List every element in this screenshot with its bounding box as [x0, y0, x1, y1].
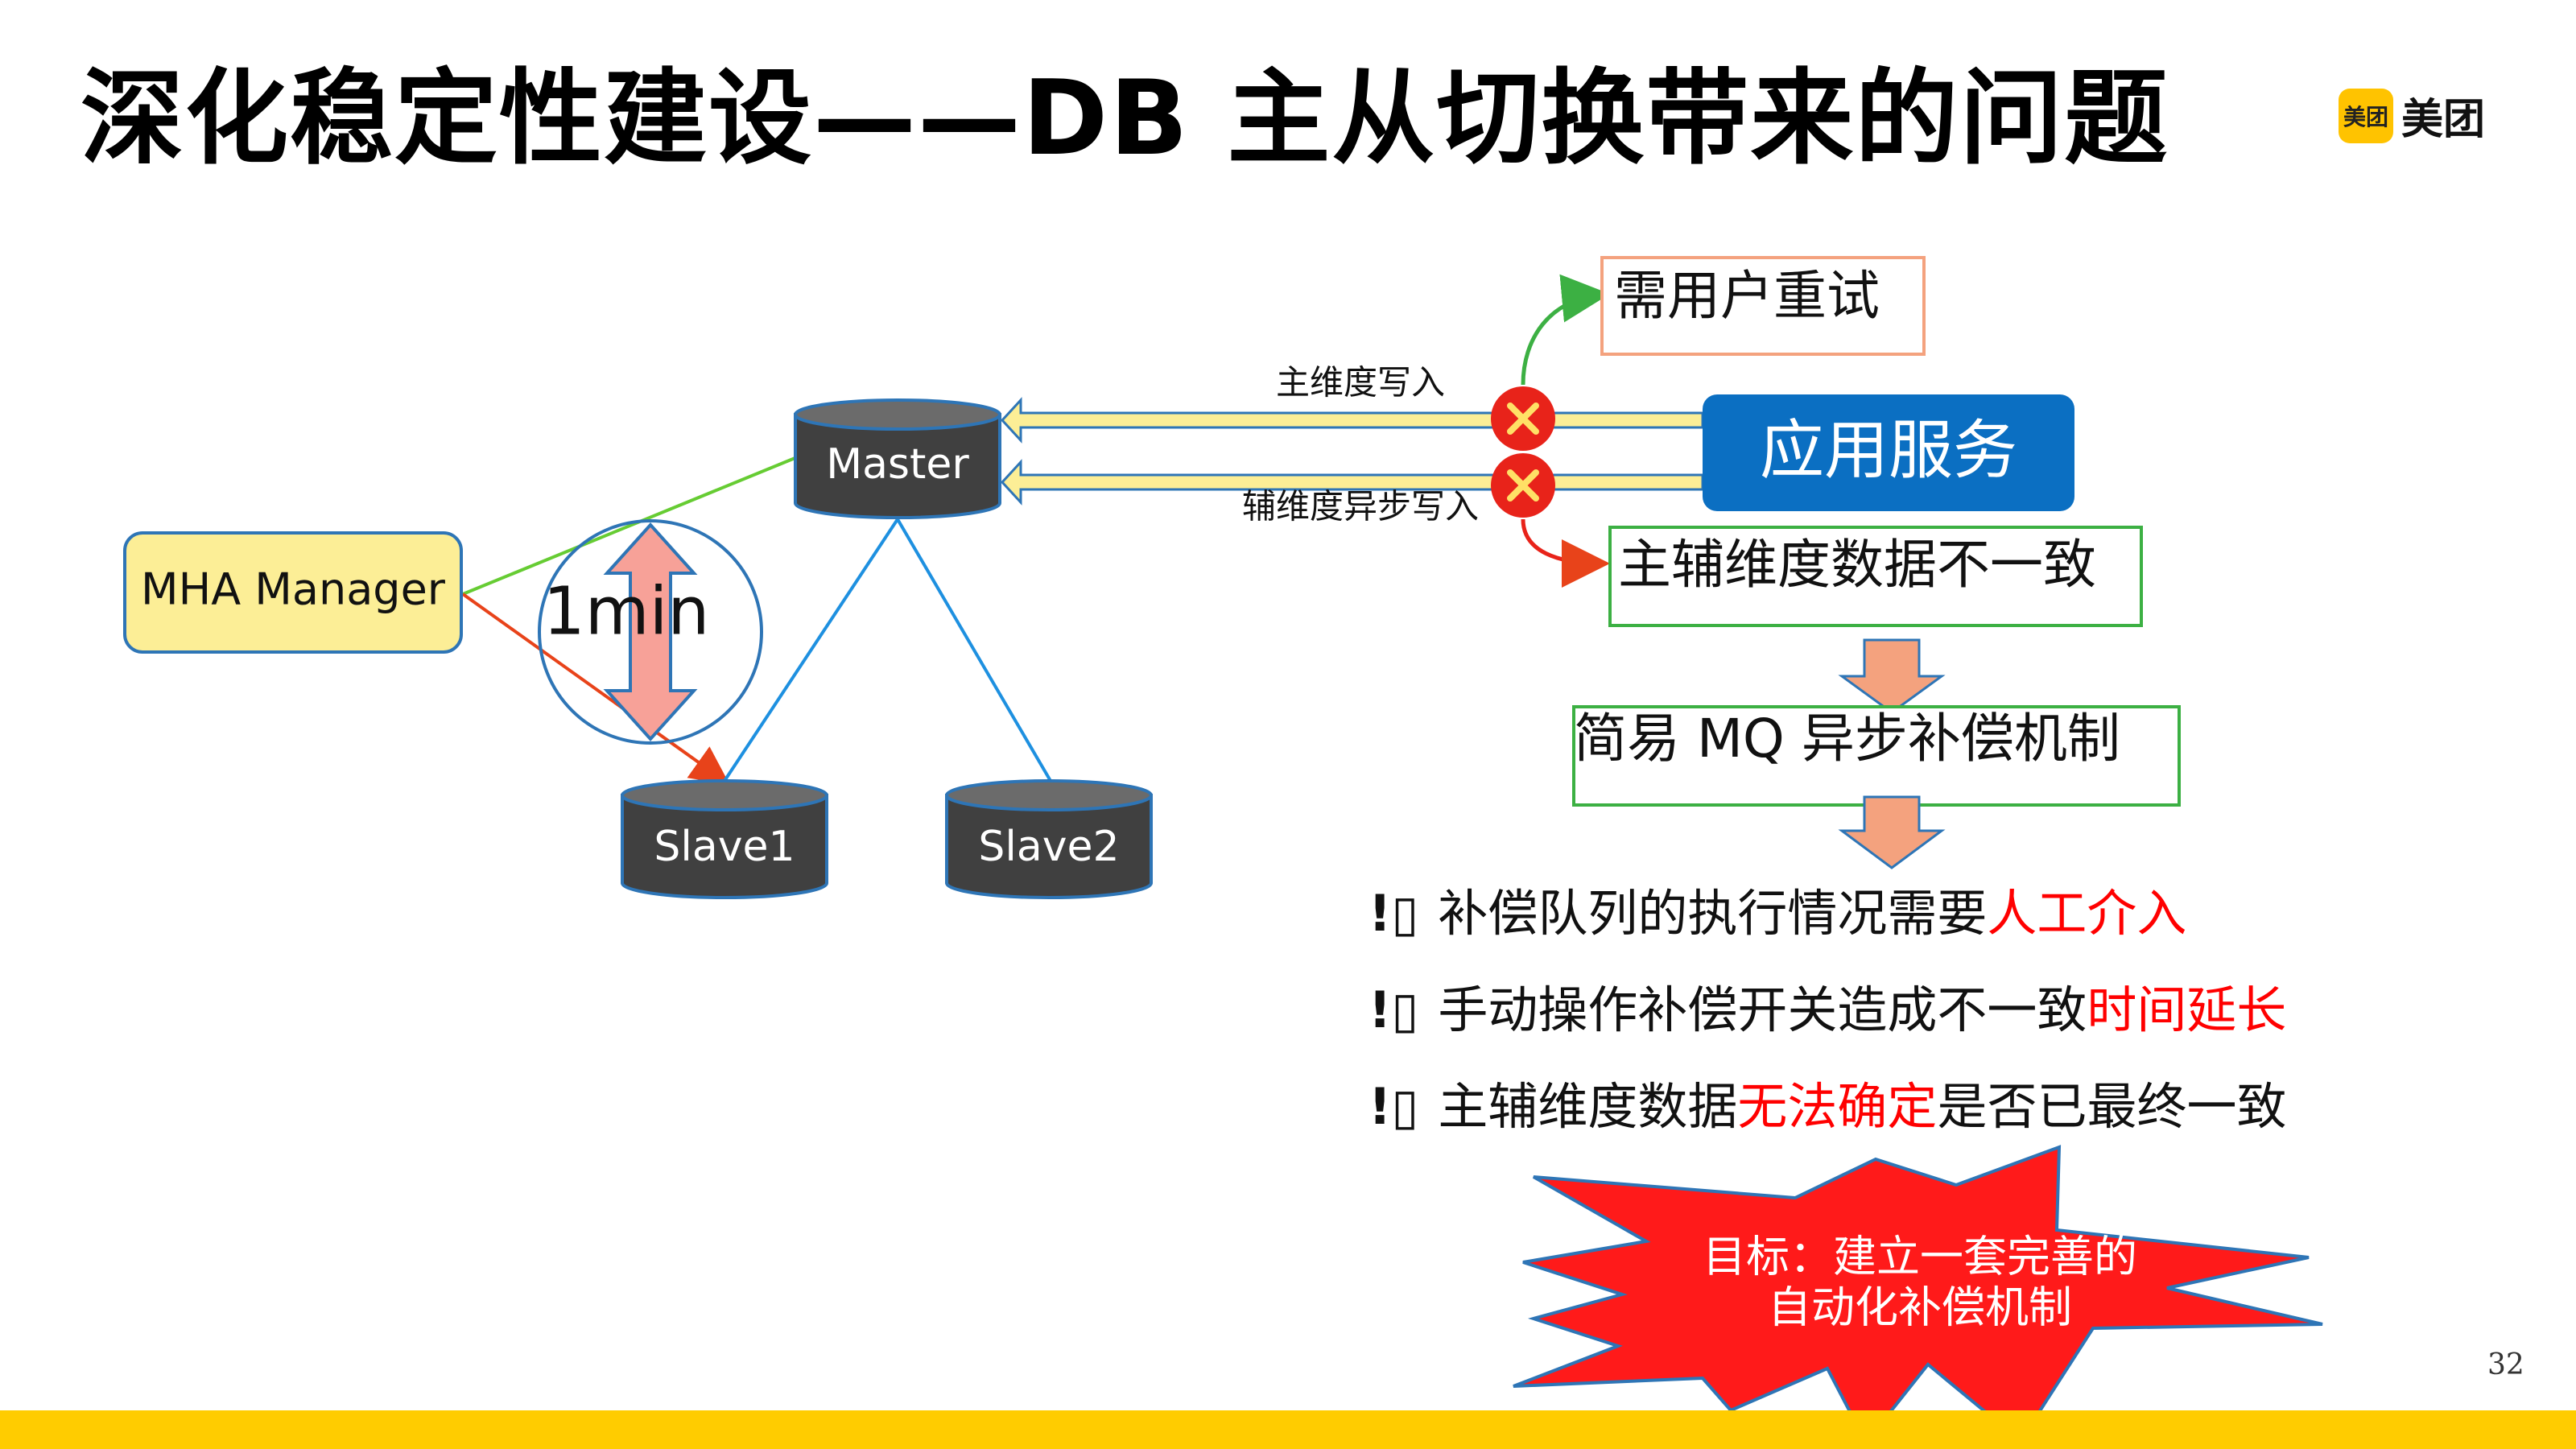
bullet-icon: !▯: [1368, 1077, 1419, 1136]
slave1-label: Slave1: [654, 823, 795, 871]
goal-starburst: [1513, 1145, 2323, 1446]
mha-manager-label: MHA Manager: [141, 564, 446, 615]
switch-time-label: 1min: [543, 573, 710, 650]
problem-list: !▯ 补偿队列的执行情况需要人工介入 !▯ 手动操作补偿开关造成不一致时间延长 !▯…: [1368, 865, 2286, 1155]
retry-label: 需用户重试: [1614, 265, 1880, 327]
primary-write-arrow: [1000, 397, 1704, 444]
master-slave1-line: [723, 518, 899, 782]
slave2-label: Slave2: [978, 823, 1119, 871]
logo-badge: 美团: [2339, 88, 2393, 143]
page-title: 深化稳定性建设——DB 主从切换带来的问题: [80, 59, 2169, 179]
mha-manager-box: [123, 531, 463, 654]
primary-write-fail-icon: [1491, 386, 1555, 451]
bullet-icon: !▯: [1368, 980, 1419, 1039]
async-write-label: 辅维度异步写入: [1242, 487, 1479, 526]
async-write-fail-icon: [1491, 453, 1555, 518]
mq-label: 简易 MQ 异步补偿机制: [1574, 708, 2120, 770]
mha-master-line: [462, 456, 798, 596]
primary-write-label: 主维度写入: [1276, 363, 1445, 402]
bullet-icon: !▯: [1368, 884, 1419, 943]
problem-text: 补偿队列的执行情况需要: [1438, 884, 1988, 943]
meituan-logo: 美团 美团: [2339, 85, 2485, 146]
problem-text: 主辅维度数据: [1438, 1077, 1738, 1136]
goal-line-2: 自动化补偿机制: [1768, 1282, 2072, 1333]
page-number: 32: [2487, 1348, 2524, 1381]
problem-highlight: 时间延长: [2087, 980, 2287, 1039]
down-arrow-2: [1838, 795, 1946, 869]
app-service-label: 应用服务: [1760, 413, 2017, 488]
problem-highlight: 人工介入: [1987, 884, 2187, 943]
bottom-accent-bar: [0, 1410, 2576, 1449]
inconsistent-curve-arrow: [1521, 518, 1610, 588]
slave1-db: Slave1: [621, 779, 828, 899]
problem-highlight: 无法确定: [1737, 1077, 1938, 1136]
problem-suffix: 是否已最终一致: [1937, 1077, 2287, 1136]
retry-curve-arrow: [1521, 274, 1610, 386]
async-write-arrow: [1000, 459, 1704, 506]
problem-item: !▯ 补偿队列的执行情况需要人工介入: [1368, 865, 2286, 962]
app-service-box: [1703, 394, 2074, 511]
master-db: Master: [794, 398, 1001, 519]
mha-slave1-line: [461, 592, 730, 785]
logo-text: 美团: [2401, 96, 2486, 144]
inconsistent-label: 主辅维度数据不一致: [1618, 534, 2096, 596]
inconsistent-box: [1608, 526, 2143, 627]
retry-box: [1600, 256, 1926, 356]
down-arrow-1: [1838, 638, 1946, 714]
slave2-db: Slave2: [945, 779, 1153, 899]
switch-time-circle: [538, 519, 763, 745]
double-arrow-icon: [603, 522, 698, 741]
problem-text: 手动操作补偿开关造成不一致: [1438, 980, 2087, 1039]
problem-item: !▯ 手动操作补偿开关造成不一致时间延长: [1368, 962, 2286, 1059]
goal-line-1: 目标：建立一套完善的: [1703, 1232, 2137, 1282]
master-label: Master: [826, 440, 969, 489]
master-slave2-line: [896, 518, 1052, 782]
problem-item: !▯ 主辅维度数据无法确定是否已最终一致: [1368, 1059, 2286, 1155]
